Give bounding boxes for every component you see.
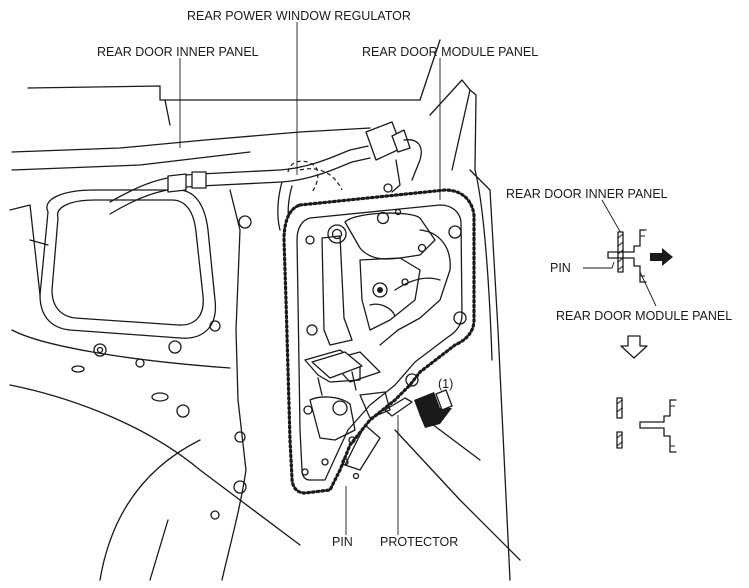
pull-direction-arrow-icon xyxy=(414,389,453,428)
removal-arrow-icon xyxy=(650,248,673,266)
detail-rear-door-module-panel-label: REAR DOOR MODULE PANEL xyxy=(556,309,732,323)
door-inner-panel-outline xyxy=(9,39,521,581)
detail-rear-door-inner-panel-label: REAR DOOR INNER PANEL xyxy=(506,187,668,201)
detail-pin-label: PIN xyxy=(550,261,571,275)
detail-view: REAR DOOR INNER PANEL PIN REAR DOOR MODU… xyxy=(506,187,732,453)
rear-door-module-panel-label: REAR DOOR MODULE PANEL xyxy=(362,45,538,59)
rear-power-window-regulator-label: REAR POWER WINDOW REGULATOR xyxy=(187,9,411,23)
pin-label: PIN xyxy=(332,535,353,549)
wiring-harness xyxy=(109,121,422,215)
leader-lines xyxy=(179,22,441,535)
rear-door-inner-panel-label: REAR DOOR INNER PANEL xyxy=(97,45,259,59)
step-number-label: (1) xyxy=(438,377,453,391)
process-down-arrow-icon xyxy=(620,335,648,359)
protector-label: PROTECTOR xyxy=(380,535,458,549)
door-module-panel xyxy=(282,188,476,495)
